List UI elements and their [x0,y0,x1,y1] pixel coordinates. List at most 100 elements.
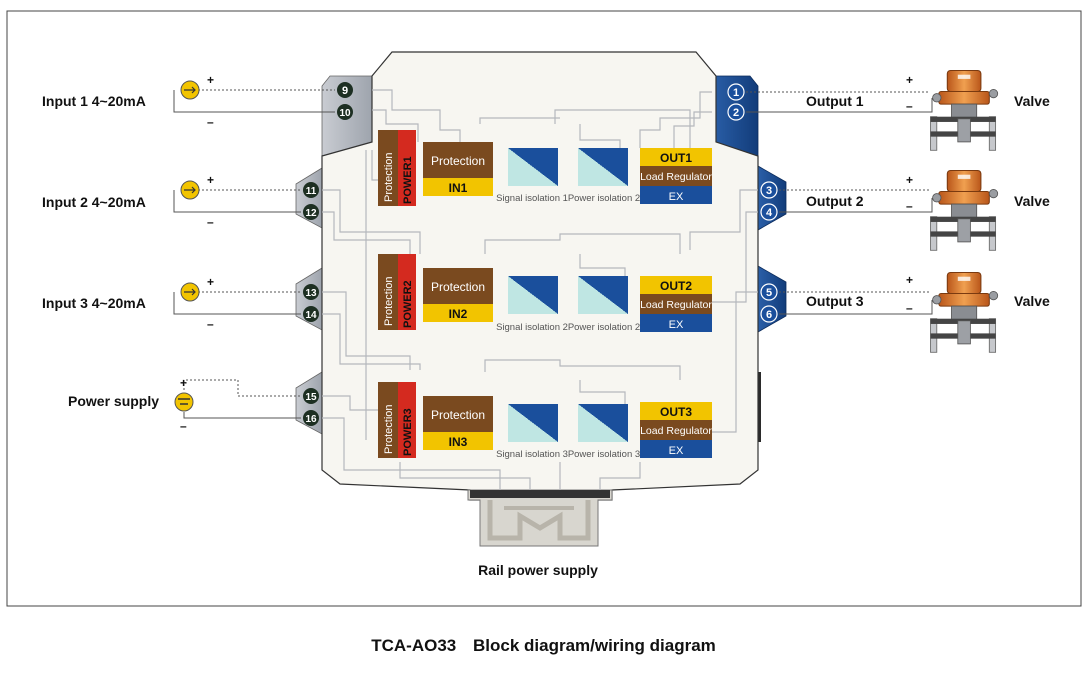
input-3-label: Input 3 4~20mA [42,295,146,311]
current-source-icon-1 [180,80,200,100]
out-label-3: OUT3 [660,405,692,419]
signal-isolation-icon-3 [508,404,558,442]
power-isolation-icon-1 [578,148,628,186]
out-block-2 [640,276,712,294]
terminal-13: 13 [305,288,317,299]
terminals-left: 9 10 11 12 13 14 15 16 [303,82,353,426]
power-isolation-icon-2 [578,276,628,314]
input-1-label: Input 1 4~20mA [42,93,146,109]
ex-label-2: EX [669,319,684,331]
load-regulator-label-3: Load Regulator [640,425,712,437]
channel-3: Protection POWER3 Protection IN3 Signal … [378,382,712,460]
signal-isolation-icon-2 [508,276,558,314]
signal-isolation-label-1: Signal isolation 1 [496,193,568,204]
external-wiring-right [746,91,933,315]
terminal-5: 5 [766,287,772,299]
block-diagram: 9 10 11 12 13 14 15 16 1 2 3 4 5 6 [6,10,1082,607]
terminal-9: 9 [342,85,348,97]
channel-1: Protection POWER1 Protection IN1 Signal … [378,130,712,206]
input-3-minus: – [207,317,214,331]
terminal-3: 3 [766,185,772,197]
output-3-minus: – [906,301,913,315]
input-2-label: Input 2 4~20mA [42,194,146,210]
power-protection-label-3: Protection [383,404,395,454]
output-1-minus: – [906,99,913,113]
in-label-2: IN2 [449,307,468,321]
protection-block-2 [423,268,493,304]
power-protection-block-2 [378,254,398,330]
terminal-11: 11 [306,186,317,197]
terminal-10: 10 [339,108,351,119]
current-source-icon-3 [180,282,200,302]
input-1-plus: + [207,73,214,87]
power-isolation-icon-3 [578,404,628,442]
power-supply-minus: – [180,419,187,433]
power-label-1: POWER1 [402,156,414,204]
current-source-icons [174,80,200,412]
out-block-1 [640,148,712,166]
terminal-15: 15 [305,392,317,403]
protection-block-3 [423,396,493,432]
valve-2-label: Valve [1014,193,1050,209]
terminals-right: 1 2 3 4 5 6 [727,83,778,323]
ex-block-3 [640,440,712,458]
output-3-label: Output 3 [806,293,864,309]
power-isolation-label-1: Power isolation 2 [568,193,640,204]
input-1-minus: – [207,115,214,129]
terminal-4: 4 [766,207,773,219]
output-2-plus: + [906,173,913,187]
external-wiring-left [173,89,335,419]
power-isolation-label-3: Power isolation 3 [568,449,640,460]
ex-block-1 [640,186,712,204]
output-2-minus: – [906,199,913,213]
out-label-1: OUT1 [660,151,692,165]
power-protection-label-2: Protection [383,276,395,326]
power-protection-label-1: Protection [383,152,395,202]
load-regulator-block-1 [640,166,712,186]
power-label-2: POWER2 [402,280,414,328]
in-block-3 [423,432,493,450]
current-source-icon-2 [180,180,200,200]
signal-isolation-label-3: Signal isolation 3 [496,449,568,460]
protection-block-1 [423,142,493,178]
internal-wiring [322,89,758,490]
load-regulator-block-3 [640,420,712,440]
caption-title: Block diagram/wiring diagram [472,636,716,655]
terminal-1: 1 [733,87,739,99]
diagram-caption: TCA-AO33 Block diagram/wiring diagram [0,636,1087,656]
dc-source-icon [174,392,194,412]
power-supply-label: Power supply [68,393,159,409]
rail-clip [467,489,613,547]
in-label-1: IN1 [449,181,468,195]
load-regulator-block-2 [640,294,712,314]
output-1-plus: + [906,73,913,87]
power-label-3: POWER3 [402,408,414,456]
load-regulator-label-2: Load Regulator [640,299,712,311]
out-label-2: OUT2 [660,279,692,293]
valve-3-label: Valve [1014,293,1050,309]
signal-isolation-label-2: Signal isolation 2 [496,322,568,333]
ex-block-2 [640,314,712,332]
terminal-12: 12 [305,208,317,219]
in-label-3: IN3 [449,435,468,449]
power-protection-block-3 [378,382,398,458]
in-block-2 [423,304,493,322]
rail-power-supply-label: Rail power supply [478,562,598,578]
in-block-1 [423,178,493,196]
protection-label-3: Protection [431,408,485,422]
input-3-plus: + [207,275,214,289]
terminal-16: 16 [305,414,317,425]
terminal-6: 6 [766,309,772,321]
output-2-label: Output 2 [806,193,864,209]
channel-2: Protection POWER2 Protection IN2 Signal … [378,254,712,333]
protection-label-2: Protection [431,280,485,294]
ex-label-3: EX [669,445,684,457]
input-2-minus: – [207,215,214,229]
signal-isolation-icon-1 [508,148,558,186]
caption-model: TCA-AO33 [371,636,457,655]
power-isolation-label-2: Power isolation 2 [568,322,640,333]
input-2-plus: + [207,173,214,187]
power-supply-plus: + [180,376,187,390]
protection-label-1: Protection [431,154,485,168]
power-protection-block-1 [378,130,398,206]
